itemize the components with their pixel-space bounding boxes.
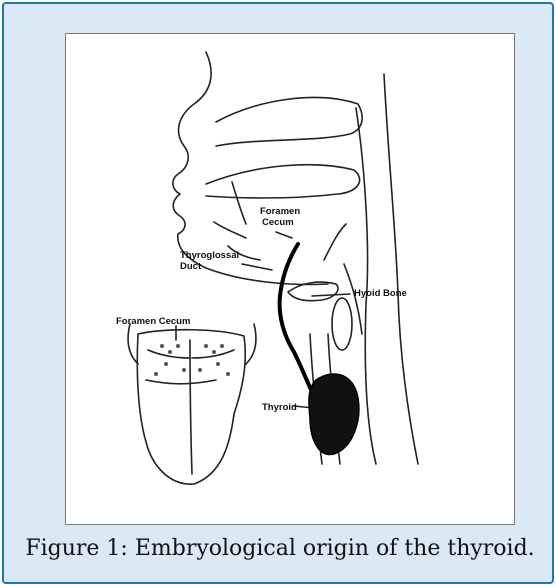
tongue-drawing [128, 324, 256, 484]
label-hyoid-bone: Hyoid Bone [354, 288, 407, 299]
tongue-papillae [154, 344, 230, 376]
anatomy-drawing: Foramen Cecum Thyroglossal Duct Hyoid Bo… [66, 34, 514, 524]
label-thyroid: Thyroid [262, 402, 297, 413]
label-foramen-cecum-top-1: Foramen [260, 206, 300, 217]
figure-caption: Figure 1: Embryological origin of the th… [4, 536, 556, 561]
thyroid-embryology-illustration: Foramen Cecum Thyroglossal Duct Hyoid Bo… [65, 33, 515, 525]
spine-line [384, 74, 418, 464]
label-foramen-cecum-tongue: Foramen Cecum [116, 316, 190, 327]
palate [206, 165, 360, 198]
nasal-cavity [216, 98, 362, 146]
label-thyroglossal-duct-2: Duct [180, 261, 202, 272]
label-thyroglossal-duct-1: Thyroglossal [180, 250, 239, 261]
label-foramen-cecum-top-2: Cecum [262, 217, 294, 228]
thyroid-gland-shape [309, 374, 359, 455]
thyroglossal-duct-path [280, 244, 314, 396]
